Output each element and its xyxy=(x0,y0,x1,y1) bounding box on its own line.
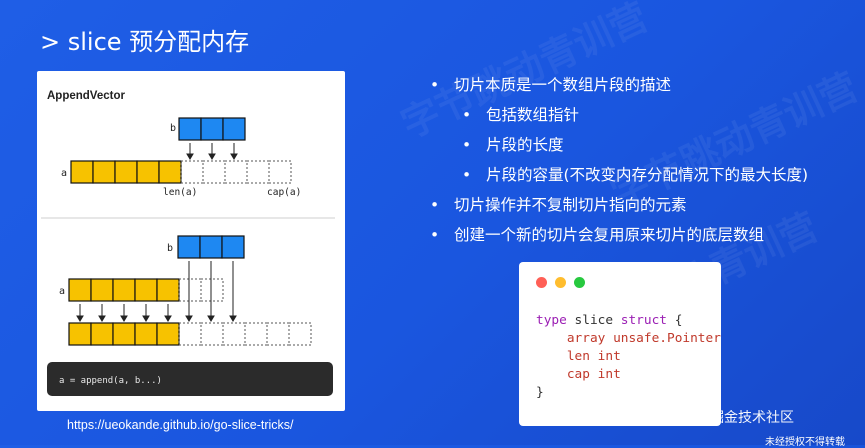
diagram-heading: AppendVector xyxy=(47,90,125,102)
top-a-cell xyxy=(114,160,138,184)
result-cell xyxy=(90,322,114,346)
code-type: int xyxy=(589,349,621,364)
source-link[interactable]: https://ueokande.github.io/go-slice-tric… xyxy=(67,418,294,432)
code-keyword: type xyxy=(536,313,567,328)
code-strip-text: a = append(a, b...) xyxy=(59,376,162,386)
code-type: int xyxy=(589,367,621,382)
top-a-cell xyxy=(158,160,182,184)
code-indent xyxy=(536,367,567,382)
maximize-dot-icon xyxy=(574,277,585,288)
bullet-item: 切片本质是一个数组片段的描述 xyxy=(430,70,808,100)
bottom-a-slice xyxy=(68,278,180,302)
top-a-cell xyxy=(70,160,94,184)
bottom-a-capacity xyxy=(178,278,224,302)
cap-label: cap(a) xyxy=(267,187,301,198)
close-dot-icon xyxy=(536,277,547,288)
code-strip xyxy=(47,362,333,396)
bottom-a-label: a xyxy=(59,286,65,297)
bottom-a-cell xyxy=(90,278,114,302)
code-text: slice xyxy=(566,313,621,328)
code-field: len xyxy=(566,349,590,364)
code-keyword: struct xyxy=(620,313,667,328)
top-b-slice xyxy=(178,117,246,141)
diagram-svg: AppendVector b a len(a) ca xyxy=(41,90,335,396)
code-indent xyxy=(536,331,567,346)
bottom-b-label: b xyxy=(167,243,173,254)
bottom-a-cell xyxy=(156,278,180,302)
top-b-cell xyxy=(200,117,224,141)
result-cell xyxy=(68,322,92,346)
bottom-b-cell xyxy=(199,235,223,259)
bullet-subitem: 包括数组指针 xyxy=(462,100,808,130)
result-capacity xyxy=(178,322,312,346)
code-text: { xyxy=(667,313,683,328)
code-type: unsafe.Pointer xyxy=(605,331,721,346)
bullet-item: 切片操作并不复制切片指向的元素 xyxy=(430,190,808,220)
bullet-item: 创建一个新的切片会复用原来切片的底层数组 xyxy=(430,220,808,250)
site-watermark: @稀土掘金技术社区 xyxy=(668,410,794,426)
bottom-arrows xyxy=(76,261,237,322)
top-b-cell xyxy=(222,117,246,141)
code-text: } xyxy=(536,385,544,400)
code-window: type slice struct { array unsafe.Pointer… xyxy=(519,262,721,426)
minimize-dot-icon xyxy=(555,277,566,288)
bottom-b-cell xyxy=(177,235,201,259)
bottom-b-cell xyxy=(221,235,245,259)
bottom-b-slice xyxy=(177,235,245,259)
bottom-a-cell xyxy=(134,278,158,302)
result-cell xyxy=(134,322,158,346)
top-a-cell xyxy=(136,160,160,184)
top-arrows xyxy=(186,143,238,160)
result-slice xyxy=(68,322,180,346)
top-b-cell xyxy=(178,117,202,141)
window-controls xyxy=(536,277,585,288)
bullet-list: 切片本质是一个数组片段的描述 包括数组指针 片段的长度 片段的容量(不改变内存分… xyxy=(430,70,808,250)
top-a-cell xyxy=(92,160,116,184)
site-watermark-sub: 未经授权不得转载 xyxy=(765,437,845,448)
code-field: cap xyxy=(566,367,590,382)
code-field: array xyxy=(566,331,606,346)
top-a-capacity xyxy=(180,160,292,184)
top-a-slice xyxy=(70,160,182,184)
append-vector-diagram: AppendVector b a len(a) ca xyxy=(37,71,345,411)
result-cell xyxy=(156,322,180,346)
result-cell xyxy=(112,322,136,346)
bottom-a-cell xyxy=(112,278,136,302)
code-block: type slice struct { array unsafe.Pointer… xyxy=(536,312,721,402)
slide-title: > slice 预分配内存 xyxy=(40,28,250,56)
bullet-subitem: 片段的容量(不改变内存分配情况下的最大长度) xyxy=(462,160,808,190)
len-label: len(a) xyxy=(163,187,197,198)
top-b-label: b xyxy=(170,123,176,134)
bottom-a-cell xyxy=(68,278,92,302)
code-indent xyxy=(536,349,567,364)
top-a-label: a xyxy=(61,168,67,179)
bullet-subitem: 片段的长度 xyxy=(462,130,808,160)
